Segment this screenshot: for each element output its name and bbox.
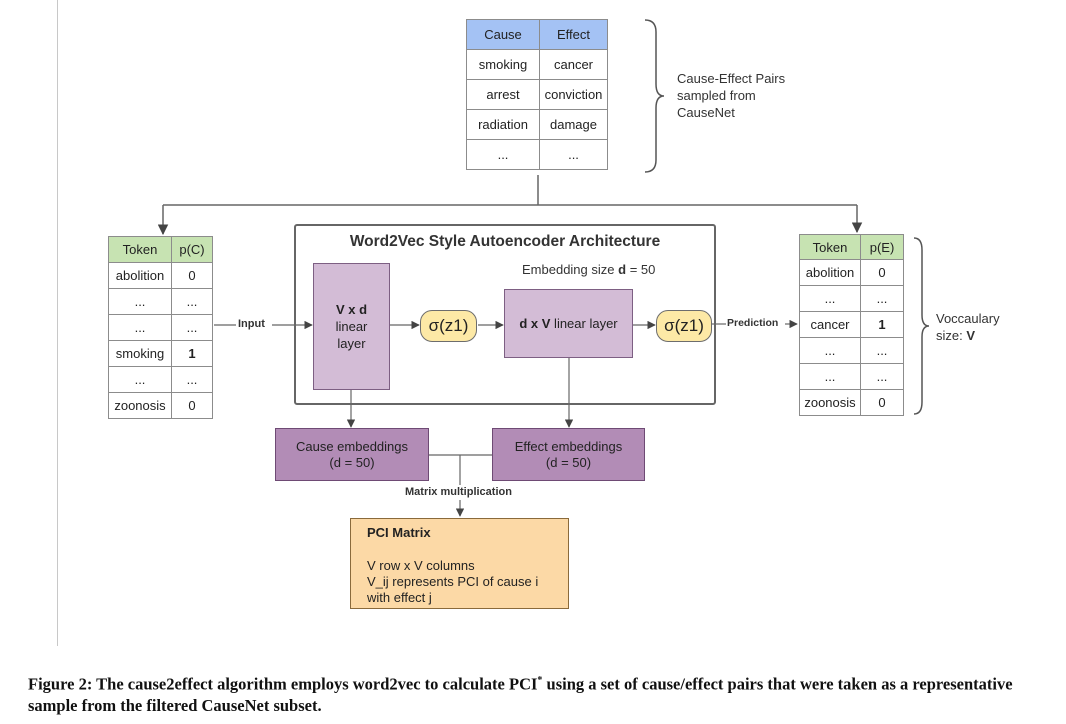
table-cell: 1: [171, 340, 213, 367]
layer1-line3: layer: [337, 336, 366, 351]
table-cell: abolition: [799, 259, 861, 286]
table-cell: 0: [860, 259, 904, 286]
matrix-multiplication-label: Matrix multiplication: [405, 486, 512, 498]
header-cause: Cause: [466, 19, 540, 50]
table-cell: smoking: [108, 340, 172, 367]
cause-embeddings-box: Cause embeddings (d = 50): [275, 428, 429, 481]
effect-embeddings-title: Effect embeddings: [514, 438, 623, 454]
layer1-line1: V x d: [335, 302, 368, 317]
pairs-label-line: CauseNet: [677, 105, 735, 120]
table-cell: ...: [860, 285, 904, 312]
pci-matrix-line: V_ij represents PCI of cause i: [367, 574, 539, 589]
table-cell: ...: [171, 366, 213, 393]
header-pe: p(E): [860, 234, 904, 260]
table-cell: 0: [171, 262, 213, 289]
sigmoid-node-2: σ(z1): [656, 310, 712, 342]
pairs-label-line: Cause-Effect Pairs: [677, 71, 786, 86]
pci-matrix-line: with effect j: [367, 590, 432, 605]
pairs-label-line: sampled from: [677, 88, 756, 103]
embedding-size-value: = 50: [626, 262, 656, 277]
pairs-label: Cause-Effect Pairs sampled from CauseNet: [677, 70, 785, 121]
vocab-brace: [913, 237, 930, 415]
table-cell: ...: [799, 337, 861, 364]
caption-text-start: Figure 2: The cause2effect algorithm emp…: [28, 674, 538, 694]
table-cell: cancer: [539, 49, 608, 80]
cause-embeddings-dim: (d = 50): [329, 454, 375, 470]
header-effect: Effect: [539, 19, 608, 50]
pci-matrix-title: PCI Matrix: [367, 525, 431, 540]
table-cell: ...: [466, 139, 540, 170]
pci-matrix-line: V row x V columns: [367, 558, 475, 573]
embedding-size-symbol: d: [618, 262, 627, 277]
table-cell: abolition: [108, 262, 172, 289]
page-margin-line: [57, 0, 58, 646]
table-cell: zoonosis: [799, 389, 861, 416]
dxv-linear-layer: d x V linear layer: [504, 289, 633, 358]
effect-embeddings-box: Effect embeddings (d = 50): [492, 428, 645, 481]
table-cell: cancer: [799, 311, 861, 338]
table-cell: ...: [799, 285, 861, 312]
layer2-dims: d x V: [519, 316, 551, 331]
layer2-text: linear layer: [550, 316, 618, 331]
pci-matrix-box: PCI Matrix V row x V columns V_ij repres…: [350, 518, 569, 609]
vxd-linear-layer: V x d linear layer: [313, 263, 390, 390]
caption-superscript: *: [537, 675, 543, 686]
table-cell: conviction: [539, 79, 608, 110]
table-cell: 0: [860, 389, 904, 416]
sigmoid-node-1: σ(z1): [420, 310, 477, 342]
header-token: Token: [108, 236, 172, 263]
table-cell: radiation: [466, 109, 540, 140]
table-cell: 1: [860, 311, 904, 338]
table-cell: 0: [171, 392, 213, 419]
table-cell: ...: [539, 139, 608, 170]
table-cell: zoonosis: [108, 392, 172, 419]
table-cell: ...: [108, 366, 172, 393]
pairs-to-tables-line: [163, 175, 857, 206]
table-cell: damage: [539, 109, 608, 140]
embedding-size-label: Embedding size d = 50: [522, 262, 655, 277]
vocab-label-line1: Voccaulary: [936, 311, 1000, 326]
caption-text-end: using a set of cause/effect pairs that w…: [28, 674, 1013, 715]
table-cell: ...: [171, 314, 213, 341]
table-cell: ...: [108, 288, 172, 315]
architecture-title: Word2Vec Style Autoencoder Architecture: [349, 233, 661, 250]
input-arrow-label: Input: [238, 318, 265, 330]
table-cell: ...: [108, 314, 172, 341]
vocab-label: Voccaulary size: V: [936, 310, 1000, 344]
embedding-size-prefix: Embedding size: [522, 262, 619, 277]
layer1-line2: linear: [335, 319, 368, 334]
header-token: Token: [799, 234, 861, 260]
table-cell: ...: [799, 363, 861, 390]
vocab-size-prefix: size:: [936, 328, 967, 343]
cause-embeddings-title: Cause embeddings: [295, 438, 409, 454]
vocab-size-symbol: V: [966, 328, 976, 343]
vocab-label-line2: size: V: [936, 327, 1000, 344]
table-cell: ...: [171, 288, 213, 315]
table-cell: ...: [860, 363, 904, 390]
pairs-brace: [644, 19, 665, 173]
autoencoder-architecture-box: [294, 224, 716, 405]
figure-caption: Figure 2: The cause2effect algorithm emp…: [28, 670, 1048, 716]
table-cell: smoking: [466, 49, 540, 80]
header-pc: p(C): [171, 236, 213, 263]
effect-embeddings-dim: (d = 50): [545, 454, 592, 470]
prediction-arrow-label: Prediction: [727, 317, 779, 329]
table-cell: arrest: [466, 79, 540, 110]
table-cell: ...: [860, 337, 904, 364]
embeddings-join-line: [429, 454, 492, 485]
